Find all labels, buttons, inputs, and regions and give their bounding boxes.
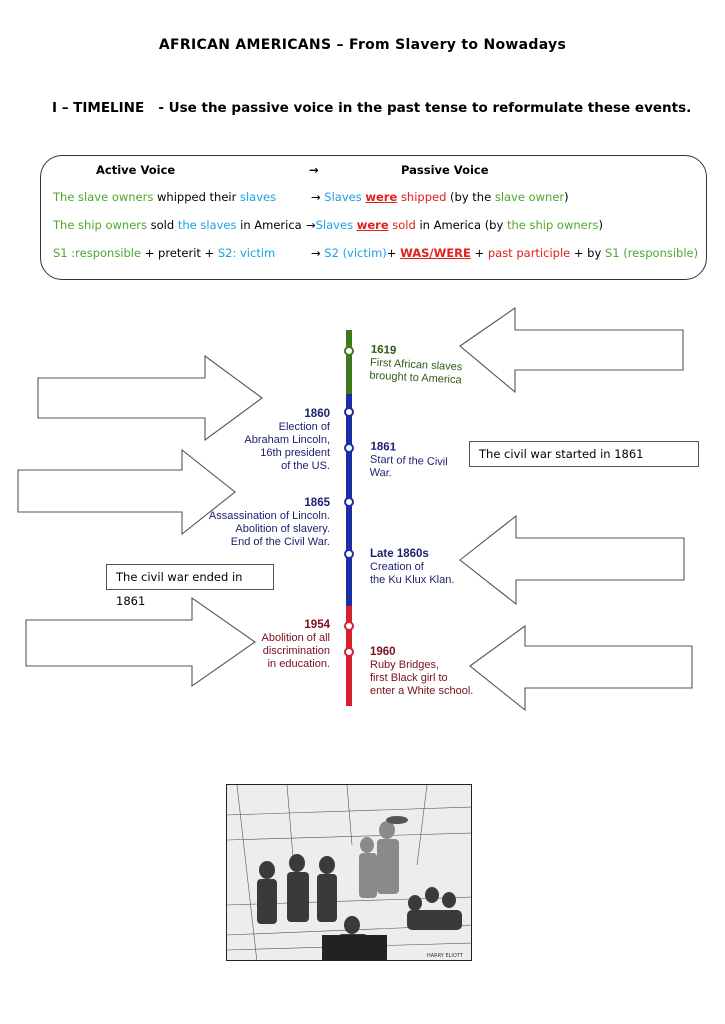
timeline-segment-green [346,330,352,394]
event-1619: 1619 First African slaves brought to Ame… [369,343,463,387]
timeline-dot-1860 [344,407,354,417]
answer-box-1861[interactable]: The civil war started in 1861 [469,441,699,467]
header-arrow: → [309,163,319,177]
slave-ship-engraving: HARRY ELIOTT [226,784,472,961]
section-heading: I – TIMELINE - Use the passive voice in … [52,100,691,116]
engraving-drawing: HARRY ELIOTT [227,785,471,960]
event-1954: 1954 Abolition of all discrimination in … [261,619,331,670]
arrow-left-3 [469,624,693,712]
arrow-right-2 [17,448,236,536]
arrow-right-3 [25,596,256,688]
section-instruction: - Use the passive voice in the past tens… [158,100,692,116]
answer-box-1865[interactable]: The civil war ended in 1861 [106,564,274,608]
event-1960: 1960 Ruby Bridges, first Black girl to e… [370,646,474,697]
active-example-2: The ship owners sold the slaves in Ameri… [53,218,302,232]
grammar-box: Active Voice → Passive Voice The slave o… [40,155,707,280]
event-1861: 1861 Start of the Civil War. [369,440,448,480]
arrow-right-1 [37,354,263,442]
arrow-left-1 [459,306,684,394]
active-rule: S1 :responsible + preterit + S2: victim [53,246,276,260]
timeline-dot-1861 [344,443,354,453]
engraving-signature: HARRY ELIOTT [427,953,464,959]
passive-voice-header: Passive Voice [401,163,489,177]
section-number: I – TIMELINE [52,100,145,116]
timeline-dot-1960 [344,647,354,657]
timeline-dot-1954 [344,621,354,631]
timeline-dot-1619 [344,346,354,356]
passive-rule: → S2 (victim)+ WAS/WERE + past participl… [311,246,699,260]
page-title: AFRICAN AMERICANS – From Slavery to Nowa… [158,37,567,53]
passive-example-2: →Slaves were sold in America (by the shi… [306,218,603,232]
event-late-1860s: Late 1860s Creation of the Ku Klux Klan. [370,548,455,586]
timeline-dot-late1860s [344,549,354,559]
active-example-1: The slave owners whipped their slaves [53,190,277,204]
active-voice-header: Active Voice [96,163,176,177]
answer-arrows [17,306,693,712]
timeline-bar [344,330,354,706]
event-1865: 1865 Assassination of Lincoln. Abolition… [208,497,330,548]
timeline-dot-1865 [344,497,354,507]
event-1860: 1860 Election of Abraham Lincoln, 16th p… [244,408,330,472]
passive-example-1: → Slaves were shipped (by the slave owne… [311,190,569,204]
arrow-left-2 [459,514,685,606]
